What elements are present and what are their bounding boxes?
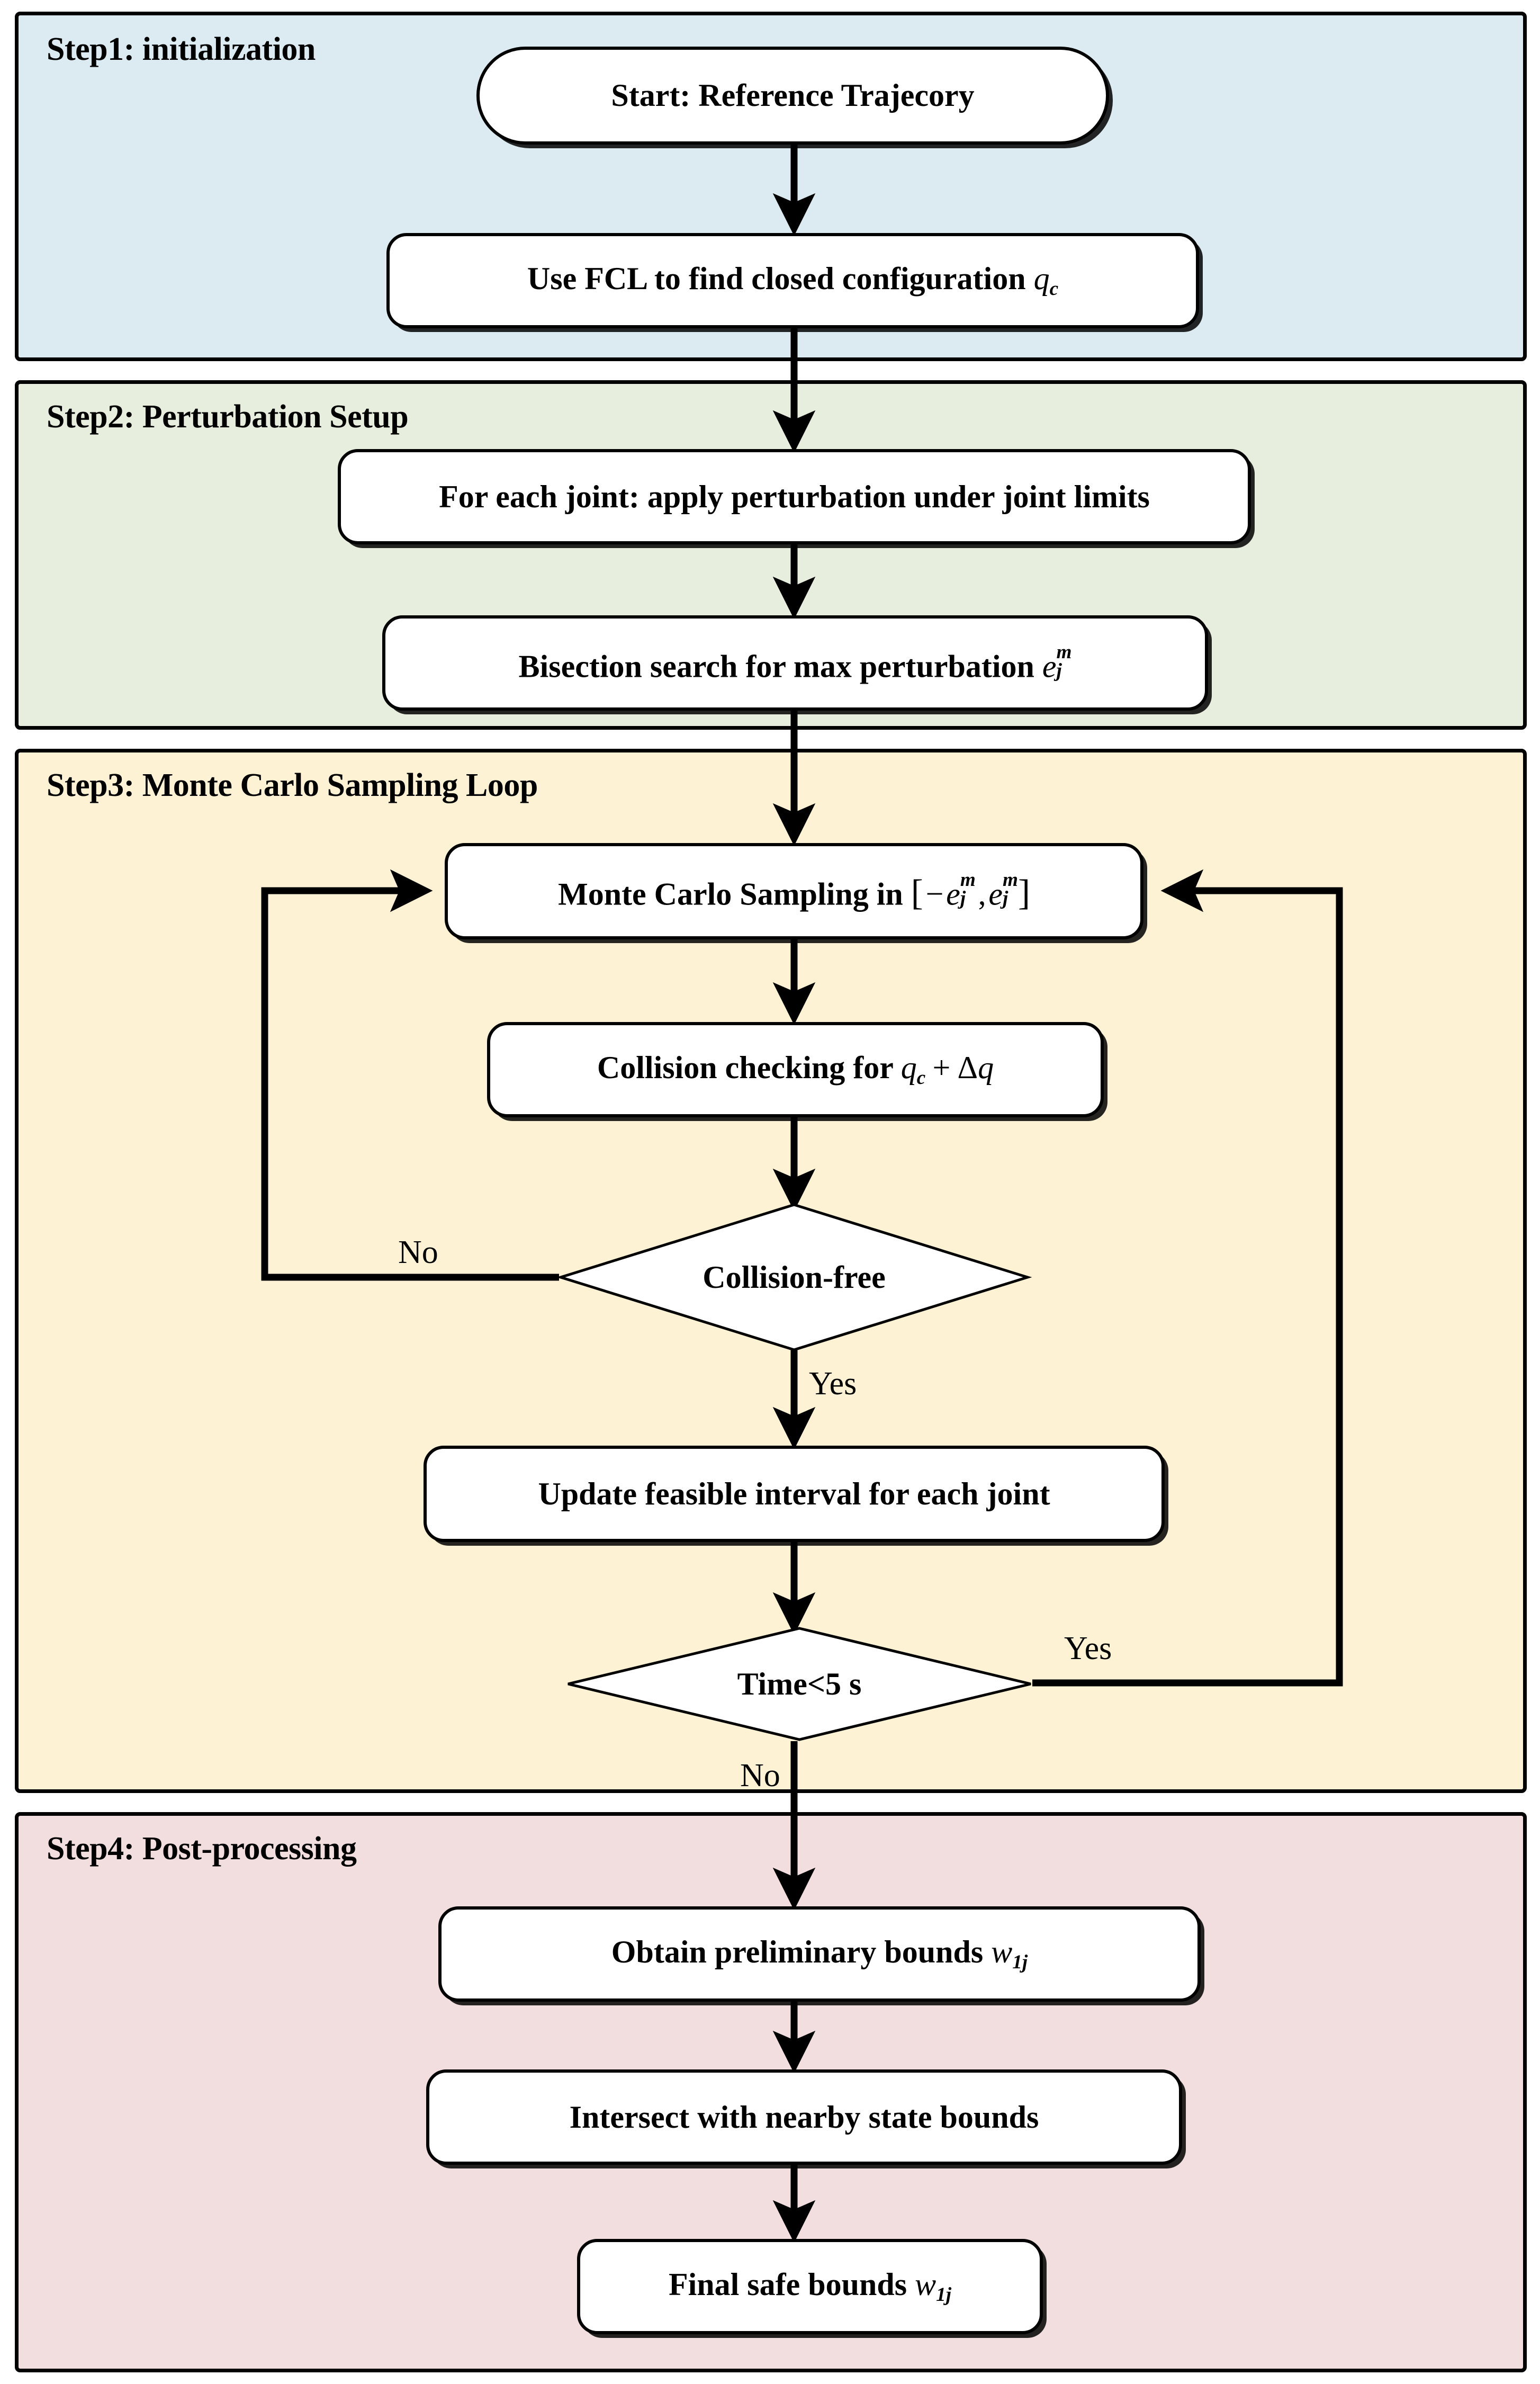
node-collision-checking[interactable]: Collision checking for qc+Δq [487,1022,1104,1117]
node-intersect-bounds[interactable]: Intersect with nearby state bounds [426,2069,1182,2165]
node-use-fcl[interactable]: Use FCL to find closed configuration qc [386,233,1199,328]
node-update-feasible-interval[interactable]: Update feasible interval for each joint [424,1446,1165,1542]
node-preliminary-bounds-label: Obtain preliminary bounds w1j [611,1934,1028,1974]
node-intersect-bounds-label: Intersect with nearby state bounds [569,2099,1039,2135]
node-update-feasible-interval-label: Update feasible interval for each joint [538,1476,1050,1511]
node-collision-checking-label: Collision checking for qc+Δq [597,1050,994,1089]
edge-label-yes-collision: Yes [809,1366,857,1402]
section-title-step4: Step4: Post-processing [47,1831,357,1867]
node-apply-perturbation-label: For each joint: apply perturbation under… [439,479,1150,514]
node-preliminary-bounds[interactable]: Obtain preliminary bounds w1j [438,1906,1201,2002]
edge-label-yes-time: Yes [1064,1630,1112,1666]
node-final-safe-bounds[interactable]: Final safe bounds w1j [577,2239,1043,2334]
node-use-fcl-label: Use FCL to find closed configuration qc [527,261,1059,300]
node-final-safe-bounds-label: Final safe bounds w1j [668,2266,952,2306]
decision-time-check-label: Time<5 s [737,1666,862,1701]
section-title-step1: Step1: initialization [47,31,316,67]
node-start-label: Start: Reference Trajecory [611,78,975,113]
decision-collision-free-label: Collision-free [703,1259,886,1295]
edge-label-no-time: No [740,1758,780,1794]
node-apply-perturbation[interactable]: For each joint: apply perturbation under… [338,449,1251,544]
node-start[interactable]: Start: Reference Trajecory [476,47,1109,145]
edge-label-no-collision: No [398,1234,438,1270]
decision-collision-free[interactable]: Collision-free [556,1203,1032,1351]
section-title-step2: Step2: Perturbation Setup [47,399,409,435]
decision-time-check[interactable]: Time<5 s [566,1627,1032,1741]
section-title-step3: Step3: Monte Carlo Sampling Loop [47,767,538,803]
